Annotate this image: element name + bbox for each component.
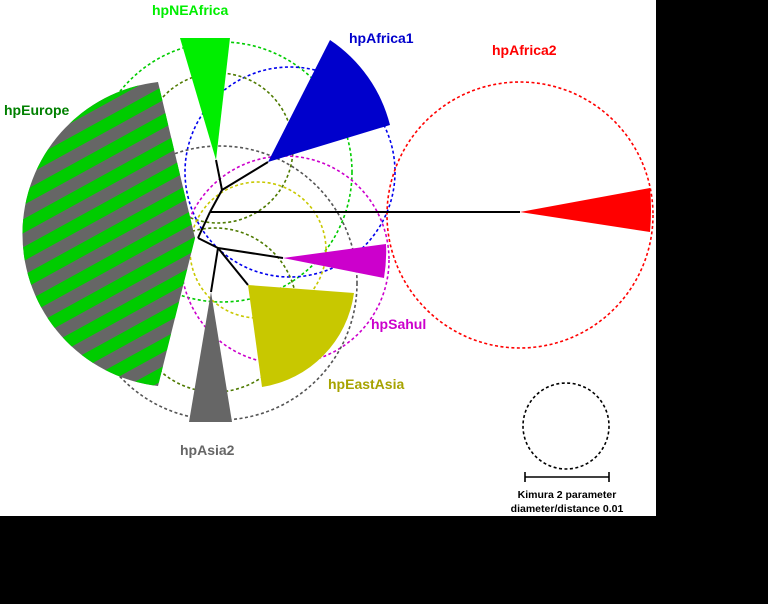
label-africa2: hpAfrica2 bbox=[492, 42, 557, 58]
branch-backbone-up bbox=[209, 189, 223, 213]
africa2-wedge bbox=[520, 188, 652, 232]
tree-figure: hpEurope hpNEAfrica hpAfrica1 hpAfrica2 … bbox=[0, 0, 656, 516]
label-eastasia: hpEastAsia bbox=[328, 376, 404, 392]
eastasia-wedge bbox=[248, 285, 354, 387]
label-africa1: hpAfrica1 bbox=[349, 30, 414, 46]
europe-stripe bbox=[22, 195, 195, 330]
scale-label-line2: diameter/distance 0.01 bbox=[511, 503, 624, 515]
sahul-wedge bbox=[283, 244, 387, 278]
europe-stripe bbox=[22, 223, 195, 358]
europe-wedge bbox=[22, 82, 195, 386]
scale-circle bbox=[522, 382, 610, 470]
phylogenetic-tree-svg: hpEurope hpNEAfrica hpAfrica1 hpAfrica2 … bbox=[4, 2, 654, 515]
ring-africa2 bbox=[386, 81, 654, 349]
label-neafrica: hpNEAfrica bbox=[152, 2, 228, 18]
scale-label-line1: Kimura 2 parameter bbox=[518, 489, 617, 501]
europe-stripe bbox=[22, 139, 195, 274]
label-sahul: hpSahul bbox=[371, 316, 426, 332]
branch-sahul bbox=[217, 247, 284, 259]
africa1-wedge bbox=[268, 40, 390, 162]
branch-africa1 bbox=[221, 161, 269, 191]
branch-asia2 bbox=[210, 247, 219, 293]
branch-europe bbox=[197, 211, 211, 239]
ring-africa1 bbox=[184, 66, 396, 278]
asia2-wedge bbox=[189, 292, 232, 422]
label-asia2: hpAsia2 bbox=[180, 442, 235, 458]
branch-neafrica bbox=[215, 159, 223, 191]
branch-lower bbox=[197, 237, 219, 249]
branch-eastasia bbox=[217, 247, 249, 286]
label-europe: hpEurope bbox=[4, 102, 70, 118]
scale-bar bbox=[524, 472, 610, 482]
europe-stripe bbox=[22, 83, 195, 218]
neafrica-wedge bbox=[180, 38, 230, 160]
europe-stripe bbox=[22, 167, 195, 302]
europe-stripe bbox=[22, 111, 195, 246]
tree-branches bbox=[197, 159, 520, 293]
